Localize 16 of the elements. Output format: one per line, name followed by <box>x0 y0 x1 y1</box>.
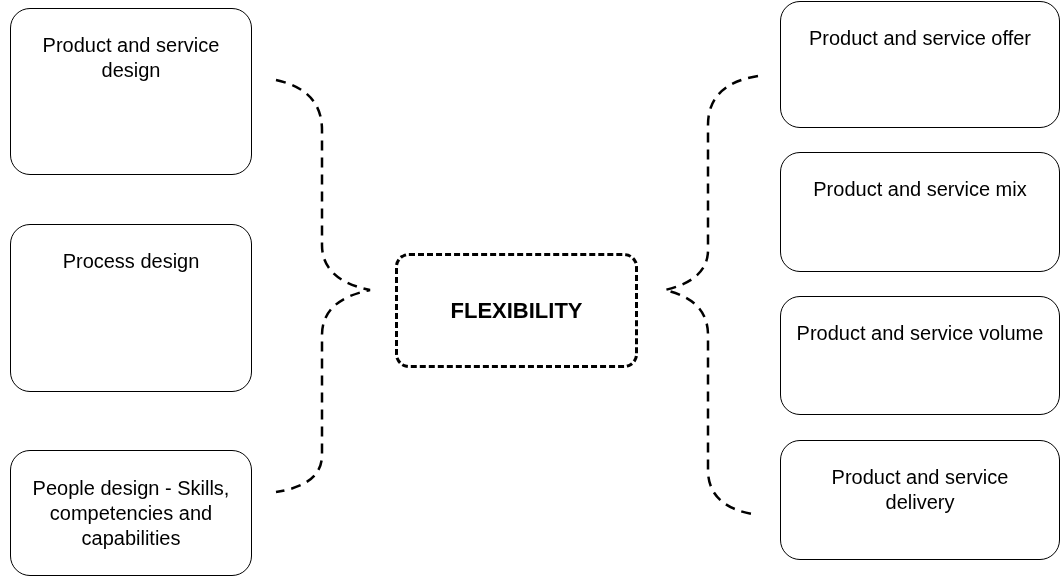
heading: FLEXIBILITY <box>450 296 583 325</box>
dashed-box <box>395 253 638 368</box>
box-label: Product and service design <box>41 33 221 83</box>
rounded-box <box>10 450 252 576</box>
box-label: People design - Skills, competencies and capabilities <box>31 475 231 551</box>
rounded-box <box>780 1 1060 128</box>
box-label: Product and service mix <box>813 177 1027 202</box>
rounded-box <box>780 296 1060 415</box>
box-label: Product and service offer <box>809 26 1031 51</box>
rounded-box <box>780 440 1060 560</box>
box-label: Process design <box>62 249 200 274</box>
box-label: Product and service delivery <box>830 465 1010 515</box>
rounded-box <box>10 8 252 175</box>
box-label: Product and service volume <box>796 321 1044 346</box>
rounded-box <box>780 152 1060 272</box>
rounded-box <box>10 224 252 392</box>
